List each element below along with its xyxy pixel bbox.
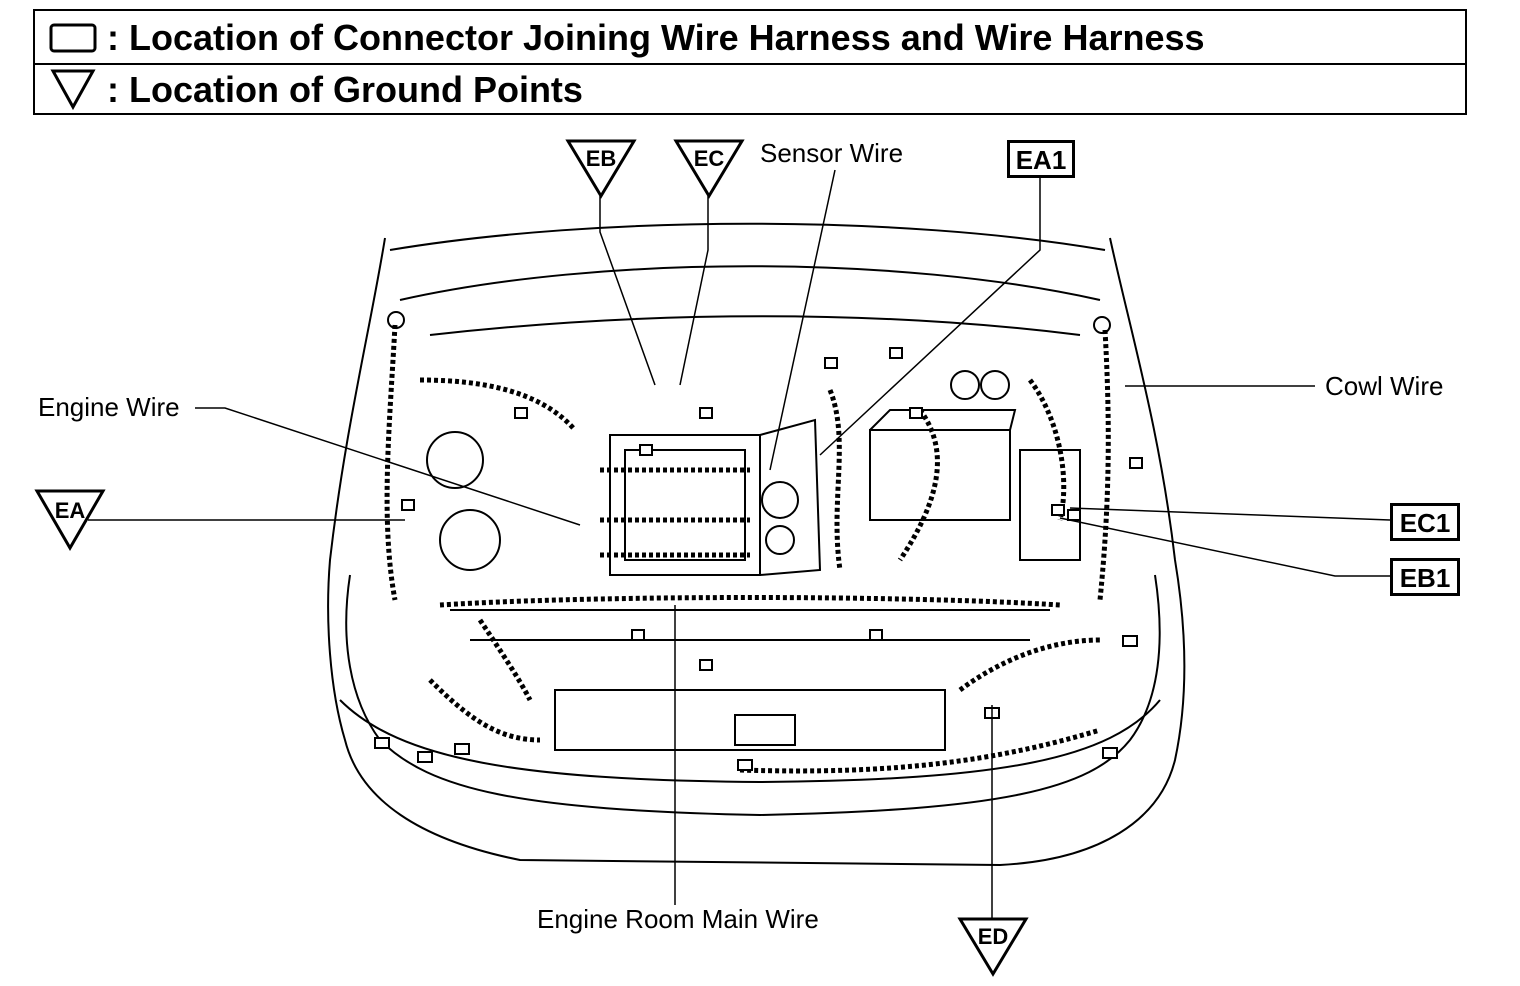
connector-ec1: EC1 [1390, 503, 1460, 541]
engine-wire-label: Engine Wire [38, 392, 180, 422]
engine-room-main-wire-label: Engine Room Main Wire [537, 904, 819, 934]
ground-symbol-icon [50, 69, 96, 111]
ground-point-ed-label: ED [977, 924, 1009, 949]
ground-point-ec: EC [673, 138, 745, 200]
ground-point-ec-label: EC [693, 146, 725, 171]
connector-ea1: EA1 [1007, 140, 1075, 178]
ground-triangle-icon [565, 139, 637, 199]
ground-point-ea-label: EA [54, 498, 86, 523]
legend-row-ground: : Location of Ground Points [35, 63, 1465, 115]
ground-point-eb: EB [565, 138, 637, 200]
ground-point-ed: ED [957, 916, 1029, 978]
legend-row-connector: : Location of Connector Joining Wire Har… [35, 11, 1465, 65]
ground-triangle-icon [673, 139, 745, 199]
cowl-wire-label: Cowl Wire [1325, 371, 1444, 401]
connector-symbol-icon [49, 23, 97, 53]
ground-point-eb-label: EB [585, 146, 617, 171]
legend-box: : Location of Connector Joining Wire Har… [33, 9, 1467, 115]
ground-point-ea: EA [34, 488, 106, 552]
ground-triangle-icon [34, 489, 106, 551]
ground-triangle-icon [957, 917, 1029, 977]
sensor-wire-label: Sensor Wire [760, 138, 904, 168]
legend-connector-text: : Location of Connector Joining Wire Har… [107, 17, 1205, 58]
legend-ground-text: : Location of Ground Points [107, 69, 583, 110]
connector-eb1: EB1 [1390, 558, 1460, 596]
